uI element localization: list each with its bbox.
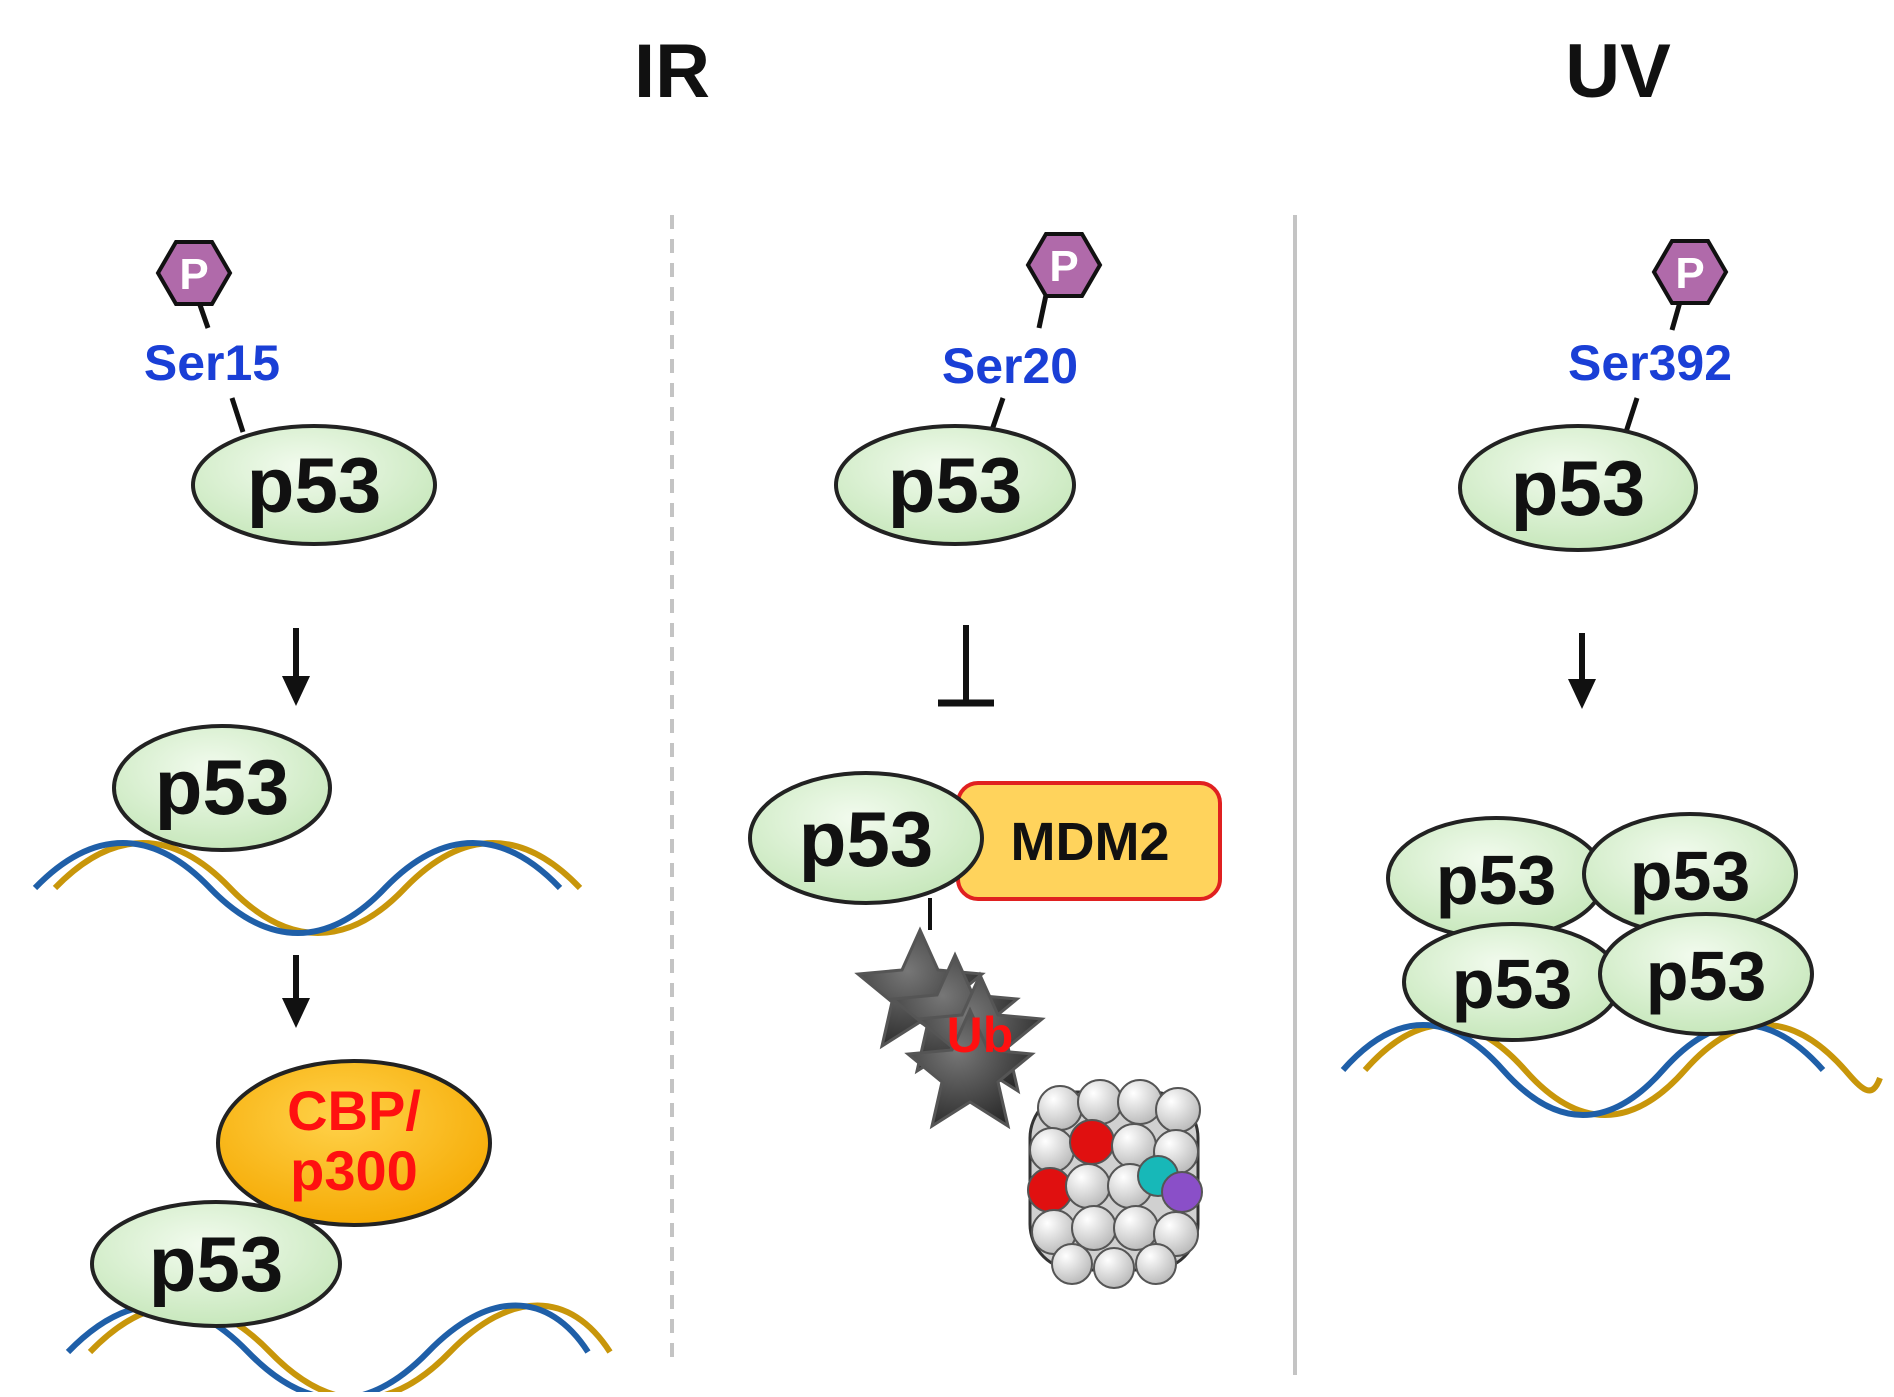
- p53-protein: p53: [90, 1200, 342, 1328]
- svg-text:p53: p53: [1452, 945, 1573, 1023]
- p53-protein: p53: [1458, 424, 1698, 552]
- mdm2-protein: MDM2: [956, 781, 1222, 901]
- svg-text:p53: p53: [1436, 841, 1557, 919]
- phosphate-label: P: [1049, 242, 1078, 291]
- panel-ser20: P Ser20 p53 MDM2 p53 Ub: [748, 232, 1222, 1289]
- phosphate-label: P: [1675, 249, 1704, 298]
- down-arrow-icon: [1568, 633, 1596, 709]
- svg-text:p53: p53: [247, 441, 381, 529]
- p53-protein: p53: [1582, 812, 1798, 936]
- panel-ser392: P Ser392 p53 p53 p53: [1340, 239, 1883, 1118]
- cbp-label-line1: CBP/: [287, 1079, 421, 1142]
- svg-text:p53: p53: [888, 441, 1022, 529]
- ubiquitin-label: Ub: [947, 1007, 1014, 1063]
- p53-protein: p53: [834, 424, 1076, 546]
- cbp-p300-complex: CBP/ p300: [216, 1059, 492, 1227]
- svg-text:p53: p53: [1630, 837, 1751, 915]
- phosphate-hexagon-icon: P: [1651, 239, 1729, 305]
- svg-text:p53: p53: [799, 795, 933, 883]
- cbp-label-line2: p300: [290, 1139, 418, 1202]
- svg-text:p53: p53: [155, 743, 289, 831]
- heading-uv: UV: [1565, 29, 1671, 114]
- inhibition-t-bar-icon: [938, 625, 994, 707]
- p53-protein: p53: [1402, 922, 1622, 1042]
- panel-ser15: P Ser15 p53 p53: [32, 240, 613, 1397]
- svg-text:p53: p53: [1511, 444, 1645, 532]
- down-arrow-icon: [282, 628, 310, 706]
- p53-tetramer: p53 p53 p53 p53: [1386, 812, 1814, 1042]
- phosphate-label: P: [179, 250, 208, 299]
- p53-protein: p53: [191, 424, 437, 546]
- dna-helix: [32, 840, 583, 936]
- ubiquitin-star-cluster-icon: Ub: [854, 926, 1046, 1130]
- site-label-ser20: Ser20: [942, 338, 1078, 394]
- p53-protein: p53: [112, 724, 332, 852]
- proteasome-icon: [1027, 1079, 1203, 1289]
- svg-text:p53: p53: [149, 1220, 283, 1308]
- site-label-ser15: Ser15: [144, 335, 280, 391]
- heading-ir: IR: [634, 29, 710, 114]
- p53-protein: p53: [1386, 816, 1606, 940]
- mdm2-label: MDM2: [1011, 812, 1170, 872]
- down-arrow-icon: [282, 955, 310, 1028]
- phosphate-hexagon-icon: P: [155, 240, 233, 306]
- p53-protein: p53: [1598, 912, 1814, 1036]
- p53-protein: p53: [748, 771, 984, 905]
- phosphate-hexagon-icon: P: [1025, 232, 1103, 298]
- svg-text:p53: p53: [1646, 937, 1767, 1015]
- site-label-ser392: Ser392: [1568, 335, 1732, 391]
- dna-helix: [1340, 1022, 1883, 1118]
